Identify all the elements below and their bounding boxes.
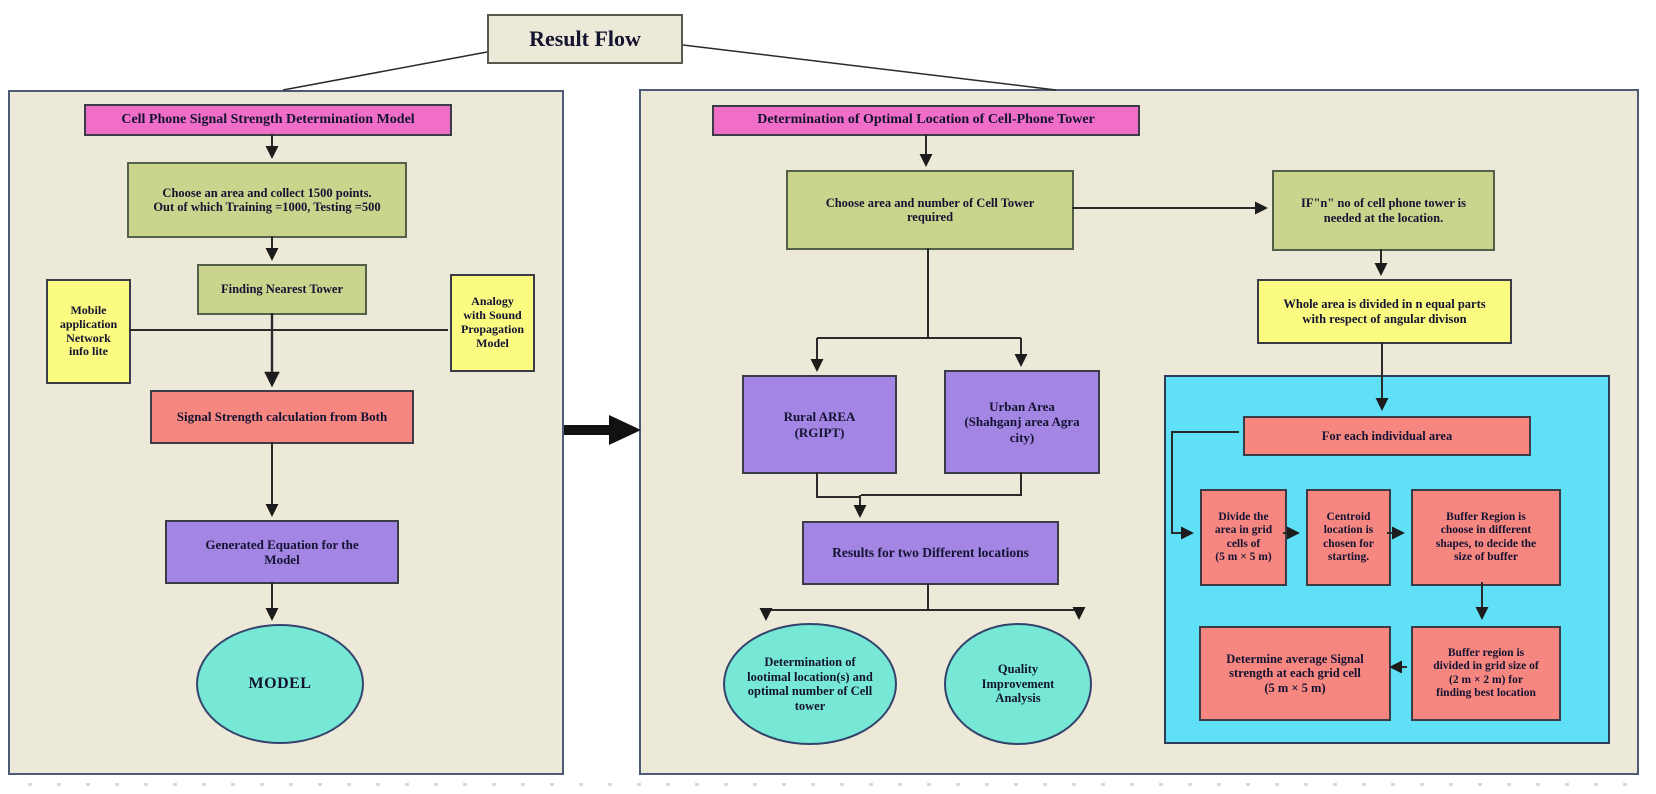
cyan-subprocess-region: For each individual area Divide the area…	[1164, 375, 1610, 744]
node-rural-area: Rural AREA (RGIPT)	[742, 375, 897, 474]
diagram-title: Result Flow	[529, 26, 641, 51]
ruler-ticks	[28, 783, 1643, 786]
node-whole-area-divided: Whole area is divided in n equal parts w…	[1257, 279, 1512, 344]
node-quality-improvement-ellipse: Quality Improvement Analysis	[944, 623, 1092, 745]
node-model-ellipse: MODEL	[196, 624, 364, 744]
panel-transition-arrow	[564, 415, 641, 445]
node-centroid-location: Centroid location is chosen for starting…	[1306, 489, 1391, 586]
node-buffer-divided-grid: Buffer region is divided in grid size of…	[1411, 626, 1561, 721]
node-signal-model-header: Cell Phone Signal Strength Determination…	[84, 104, 452, 136]
diagram-title-box: Result Flow	[487, 14, 683, 64]
node-choose-area-number: Choose area and number of Cell Tower req…	[786, 170, 1074, 250]
node-for-each-area: For each individual area	[1243, 416, 1531, 456]
node-signal-strength-calc: Signal Strength calculation from Both	[150, 390, 414, 444]
node-analogy-sound: Analogy with Sound Propagation Model	[450, 274, 535, 372]
node-buffer-region-shapes: Buffer Region is choose in different sha…	[1411, 489, 1561, 586]
node-optimal-location-ellipse: Determination of lootimal location(s) an…	[723, 623, 897, 745]
node-finding-nearest-tower: Finding Nearest Tower	[197, 264, 367, 315]
node-divide-grid-cells: Divide the area in grid cells of (5 m × …	[1200, 489, 1287, 586]
left-panel: Cell Phone Signal Strength Determination…	[8, 90, 564, 775]
node-determine-avg-signal: Determine average Signal strength at eac…	[1199, 626, 1391, 721]
node-optimal-location-header: Determination of Optimal Location of Cel…	[712, 105, 1140, 136]
node-results-two-locations: Results for two Different locations	[802, 521, 1059, 585]
node-if-n-towers: IF"n" no of cell phone tower is needed a…	[1272, 170, 1495, 251]
node-mobile-app: Mobile application Network info lite	[46, 279, 131, 384]
node-choose-area-collect: Choose an area and collect 1500 points. …	[127, 162, 407, 238]
node-generated-equation: Generated Equation for the Model	[165, 520, 399, 584]
node-urban-area: Urban Area (Shahganj area Agra city)	[944, 370, 1100, 474]
right-panel: Determination of Optimal Location of Cel…	[639, 89, 1639, 775]
